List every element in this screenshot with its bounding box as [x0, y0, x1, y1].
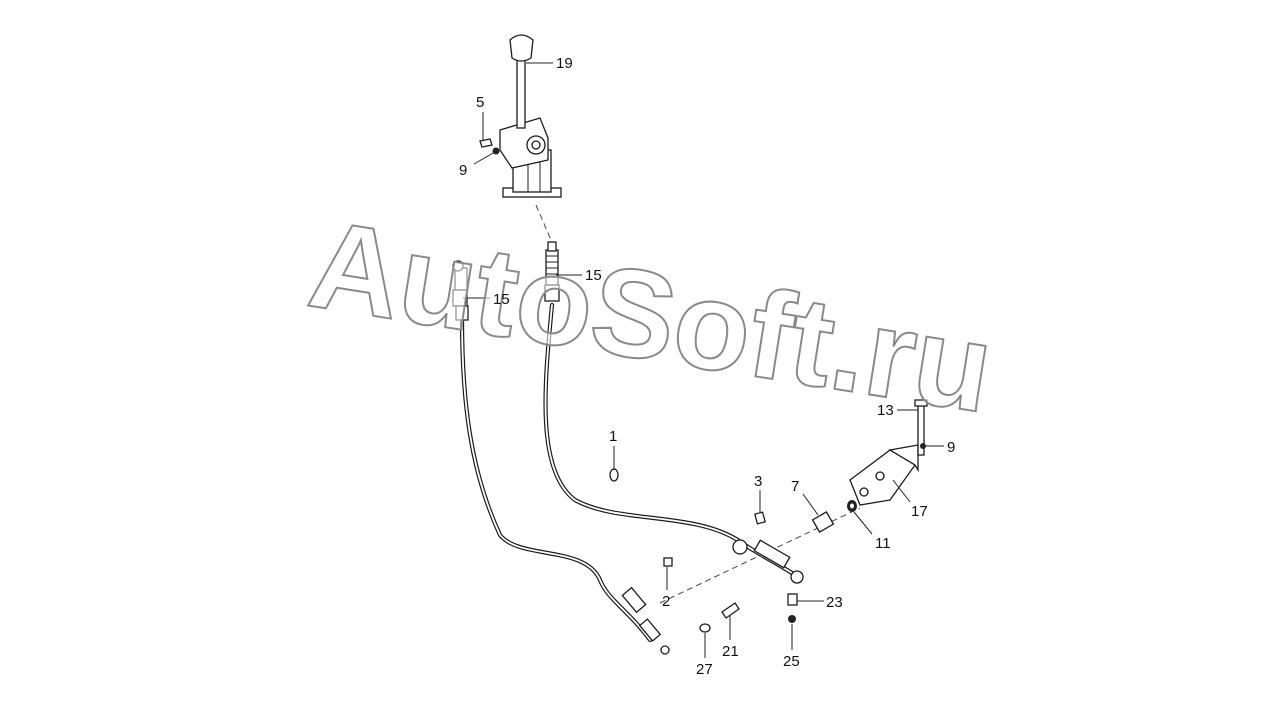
nut-9-upper	[492, 147, 500, 155]
callout-5: 5	[476, 94, 484, 111]
bushing-3	[754, 511, 766, 525]
callout-21: 21	[722, 643, 739, 660]
callout-19: 19	[556, 55, 573, 72]
callout-9-lower: 9	[947, 439, 955, 456]
callout-1: 1	[609, 428, 617, 445]
pin-2	[663, 557, 673, 567]
screw-5	[479, 138, 493, 148]
cable-middle	[543, 241, 804, 584]
bolt-21	[721, 602, 740, 619]
washer-11	[847, 500, 857, 512]
callout-27: 27	[696, 661, 713, 678]
callout-25: 25	[783, 653, 800, 670]
callout-15-left: 15	[493, 291, 510, 308]
washer-27	[699, 623, 711, 633]
nut-25	[788, 615, 796, 623]
shift-lever-assembly	[499, 34, 562, 198]
watermark: AutoSoft.ru	[301, 194, 1002, 439]
callout-11: 11	[875, 535, 891, 552]
callout-7: 7	[791, 478, 799, 495]
assembly-line-lever	[535, 204, 552, 241]
leader-11	[853, 511, 873, 535]
leader-9-upper	[473, 151, 496, 165]
callout-2: 2	[662, 593, 670, 610]
leader-7	[802, 493, 819, 516]
spacer-7	[811, 511, 835, 533]
nut-9-lower	[920, 443, 926, 449]
callout-17: 17	[911, 503, 928, 520]
bolt-13	[914, 399, 928, 456]
cable-left	[452, 260, 670, 655]
callout-15-middle: 15	[585, 267, 602, 284]
leader-17	[892, 479, 911, 503]
clip-1	[609, 468, 619, 482]
nut-23	[787, 593, 798, 606]
callout-13: 13	[877, 402, 894, 419]
mounting-bracket	[849, 444, 919, 506]
callout-9-upper: 9	[459, 162, 467, 179]
callout-3: 3	[754, 473, 762, 490]
callout-23: 23	[826, 594, 843, 611]
